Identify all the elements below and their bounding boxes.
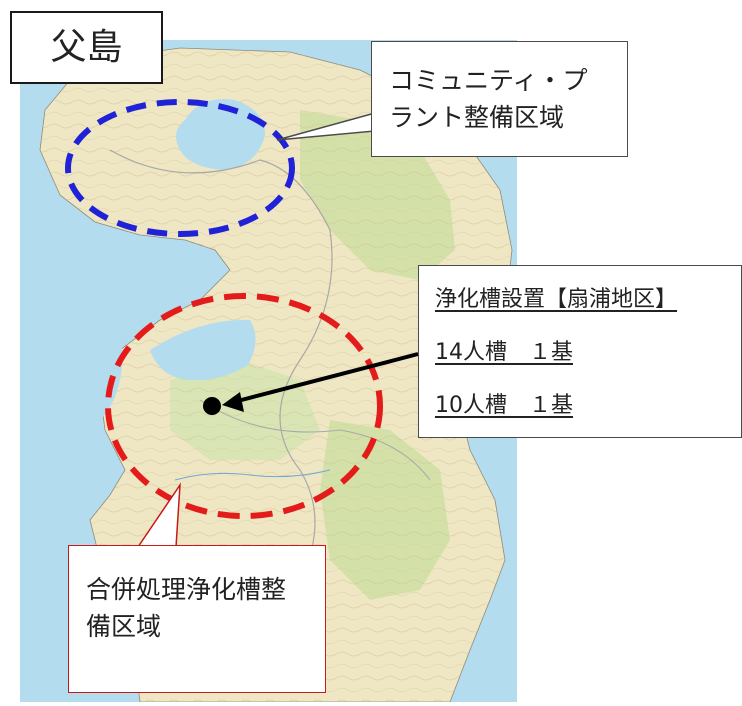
callout-text-line: ラント整備区域 (389, 103, 565, 132)
community-plant-zone (65, 99, 295, 237)
west-cove (20, 300, 123, 440)
septic-tank-item: 14人槽 １基 (435, 340, 573, 365)
callout-text-line: 合併処理浄化槽整 (86, 575, 287, 604)
septic-tank-arrow (229, 352, 419, 405)
community-plant-callout: コミュニティ・プ ラント整備区域 (371, 41, 628, 157)
septic-tank-callout: 浄化槽設置【扇浦地区】 14人槽 １基 10人槽 １基 (418, 265, 742, 438)
ogiura-bay (150, 319, 256, 381)
river (174, 469, 331, 481)
road (199, 399, 431, 481)
septic-tank-arrow-head (222, 392, 244, 412)
septic-tank-item: 10人槽 １基 (435, 393, 573, 418)
septic-tank-heading: 浄化槽設置【扇浦地区】 (435, 287, 678, 312)
callout-text-line: 備区域 (86, 612, 162, 641)
futami-bay (176, 99, 265, 170)
callout-text-line: コミュニティ・プ (389, 66, 588, 95)
combined-treatment-callout: 合併処理浄化槽整 備区域 (68, 545, 326, 693)
island-title: 父島 (10, 11, 163, 84)
septic-tank-site-marker (203, 397, 221, 415)
combined-treatment-zone (105, 293, 383, 519)
